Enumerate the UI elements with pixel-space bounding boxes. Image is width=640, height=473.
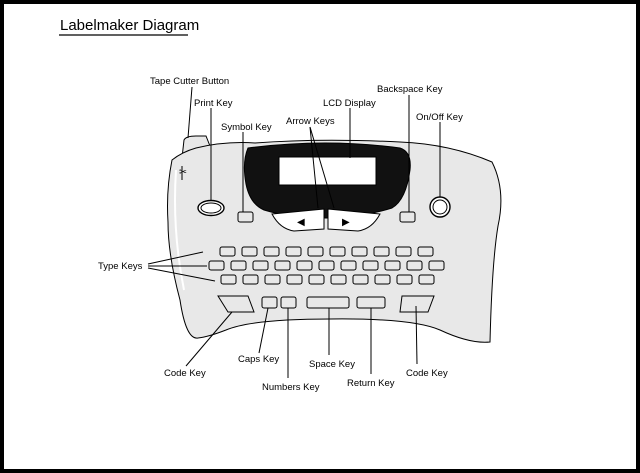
leader-caps-key (258, 307, 269, 354)
type-key (230, 260, 247, 271)
leader-type-keys-1 (147, 251, 204, 265)
type-key (374, 274, 391, 285)
code-key-left (217, 295, 255, 313)
type-key (418, 274, 435, 285)
type-key (406, 260, 423, 271)
type-key (263, 246, 280, 257)
leader-arrow-left (309, 126, 319, 209)
type-key (340, 260, 357, 271)
on-off-key-inner (432, 199, 448, 215)
label-symbol-key: Symbol Key (221, 122, 272, 133)
label-caps-key: Caps Key (238, 354, 279, 365)
type-keys-grid (208, 246, 445, 285)
scissors-icon: ✂ (179, 167, 187, 178)
code-key-right (399, 295, 435, 313)
type-key (242, 274, 259, 285)
type-key (384, 260, 401, 271)
type-key (296, 260, 313, 271)
leader-type-keys-3 (147, 267, 216, 282)
label-on-off-key: On/Off Key (416, 112, 463, 123)
label-code-key-left: Code Key (164, 368, 206, 379)
leader-code-key-left (185, 311, 233, 367)
label-numbers-key: Numbers Key (262, 382, 320, 393)
leader-arrow-right (309, 126, 335, 209)
type-key (308, 274, 325, 285)
lcd-screen (278, 156, 377, 186)
type-key (428, 260, 445, 271)
type-key (318, 260, 335, 271)
type-key (307, 246, 324, 257)
type-key (208, 260, 225, 271)
type-key (330, 274, 347, 285)
type-key (285, 246, 302, 257)
type-key (286, 274, 303, 285)
type-key (329, 246, 346, 257)
type-key (395, 246, 412, 257)
type-key (241, 246, 258, 257)
label-print-key: Print Key (194, 98, 233, 109)
type-key (274, 260, 291, 271)
type-key (352, 274, 369, 285)
caps-key (261, 296, 278, 309)
type-key (264, 274, 281, 285)
type-key (220, 274, 237, 285)
backspace-key (399, 211, 416, 223)
label-code-key-right: Code Key (406, 368, 448, 379)
label-tape-cutter: Tape Cutter Button (150, 76, 229, 87)
leader-tape-cutter (187, 86, 193, 139)
type-key (362, 260, 379, 271)
type-key (373, 246, 390, 257)
arrow-left-key (271, 208, 325, 232)
numbers-key (280, 296, 297, 309)
body-highlight (174, 169, 185, 291)
type-key (396, 274, 413, 285)
label-backspace-key: Backspace Key (377, 84, 443, 95)
type-key (252, 260, 269, 271)
type-key (351, 246, 368, 257)
label-type-keys: Type Keys (98, 261, 143, 272)
symbol-key (237, 211, 254, 223)
space-key (306, 296, 350, 309)
label-return-key: Return Key (347, 378, 395, 389)
type-key (417, 246, 434, 257)
return-key (356, 296, 386, 309)
arrow-right-key (327, 208, 381, 232)
arrow-right-icon: ▶ (342, 217, 350, 228)
label-arrow-keys: Arrow Keys (286, 116, 335, 127)
diagram-title: Labelmaker Diagram (60, 17, 199, 34)
label-lcd-display: LCD Display (323, 98, 376, 109)
print-key-inner (200, 202, 222, 214)
label-space-key: Space Key (309, 359, 355, 370)
leader-code-key-right (415, 305, 418, 365)
arrow-left-icon: ◀ (297, 217, 305, 228)
type-key (219, 246, 236, 257)
